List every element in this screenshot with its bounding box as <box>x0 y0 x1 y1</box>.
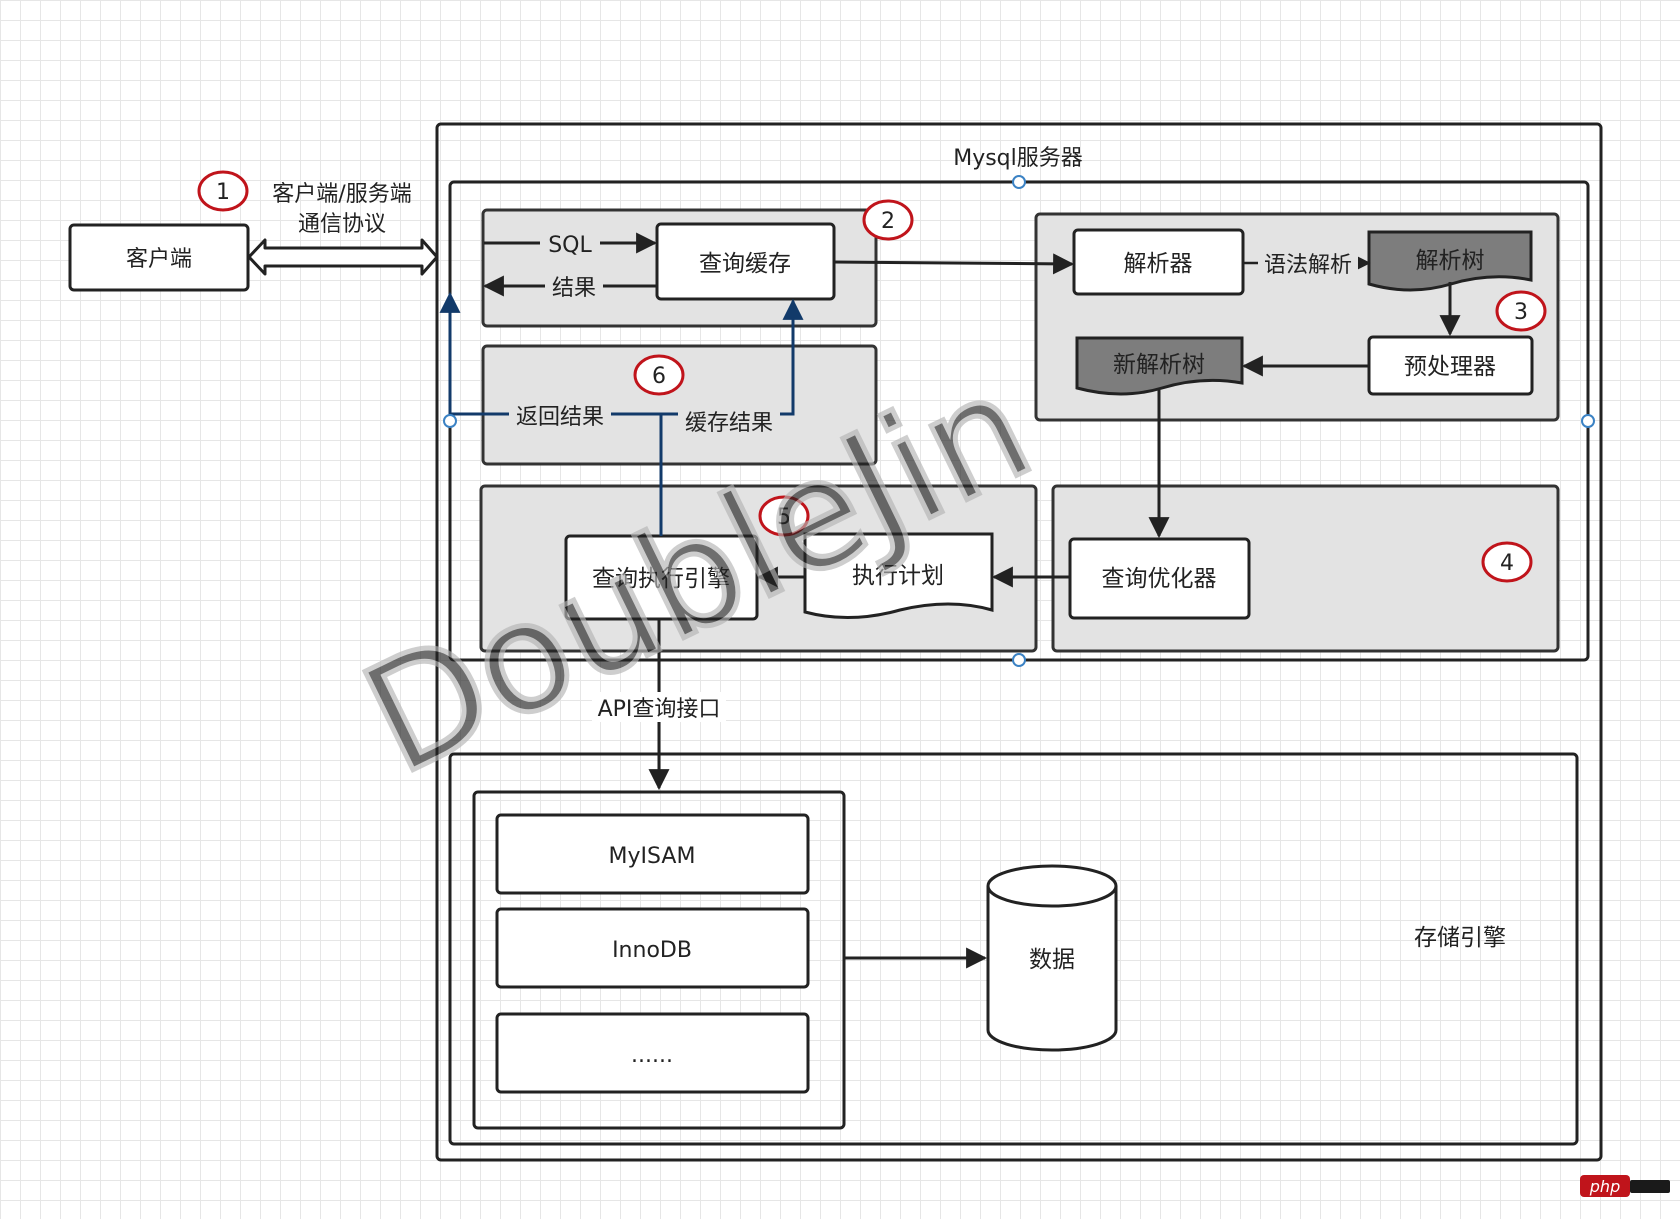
new-parse-tree-shape <box>1075 336 1244 396</box>
more-engines-box <box>495 1012 810 1094</box>
handle-dot-top <box>1012 175 1026 189</box>
php-logo: php <box>1580 1175 1670 1197</box>
myisam-label: MyISAM <box>609 844 696 869</box>
query-optimizer-box <box>1068 537 1251 620</box>
query-cache-label: 查询缓存 <box>699 251 791 277</box>
innodb-label: InnoDB <box>612 938 692 963</box>
client-label: 客户端 <box>126 247 192 272</box>
svg-text:4: 4 <box>1500 551 1514 576</box>
cache-to-parser-arrow <box>833 253 1075 275</box>
server-title: Mysql服务器 <box>953 146 1083 171</box>
step-marker-6: 6 <box>633 354 685 396</box>
step-marker-3: 3 <box>1495 290 1547 332</box>
server-outer-frame <box>435 122 1603 1162</box>
myisam-box <box>495 813 810 895</box>
return-result-label: 返回结果 <box>516 405 604 430</box>
storage-engine-label: 存储引擎 <box>1414 925 1506 951</box>
handle-dot-right <box>1581 414 1595 428</box>
data-label: 数据 <box>1029 947 1075 973</box>
syntax-parse-label: 语法解析 <box>1264 253 1352 278</box>
sql-label: SQL <box>548 233 592 258</box>
handle-dot-bottom <box>1012 653 1026 667</box>
query-cache-box <box>655 222 836 301</box>
svg-text:6: 6 <box>652 364 666 389</box>
step-marker-2: 2 <box>862 199 914 241</box>
api-label: API查询接口 <box>598 697 721 722</box>
innodb-box <box>495 907 810 989</box>
execution-plan-label: 执行计划 <box>852 563 944 589</box>
protocol-label-line1: 客户端/服务端 <box>272 182 411 207</box>
more-engines-label: ...... <box>631 1043 673 1068</box>
new-parse-tree-label: 新解析树 <box>1113 352 1205 378</box>
svg-text:5: 5 <box>777 505 791 530</box>
parse-tree-label: 解析树 <box>1416 248 1485 274</box>
result-label: 结果 <box>552 276 596 301</box>
step-marker-4: 4 <box>1481 541 1533 583</box>
svg-text:php: php <box>1589 1177 1620 1196</box>
query-optimizer-label: 查询优化器 <box>1102 566 1217 592</box>
preprocessor-label: 预处理器 <box>1404 354 1496 380</box>
svg-text:3: 3 <box>1514 300 1528 325</box>
cache-result-label: 缓存结果 <box>685 411 773 436</box>
svg-text:1: 1 <box>216 180 230 205</box>
svg-text:2: 2 <box>881 209 895 234</box>
execution-plan-shape <box>803 532 994 619</box>
engine-list-frame <box>472 790 846 1130</box>
execution-engine-label: 查询执行引擎 <box>592 566 730 592</box>
storage-frame <box>448 752 1579 1146</box>
step-marker-5: 5 <box>758 495 810 537</box>
data-cylinder <box>986 864 1118 1052</box>
step-marker-1: 1 <box>197 170 249 212</box>
protocol-double-arrow <box>247 238 439 276</box>
protocol-label-line2: 通信协议 <box>298 212 386 237</box>
parser-label: 解析器 <box>1124 251 1193 277</box>
handle-dot-left <box>443 414 457 428</box>
